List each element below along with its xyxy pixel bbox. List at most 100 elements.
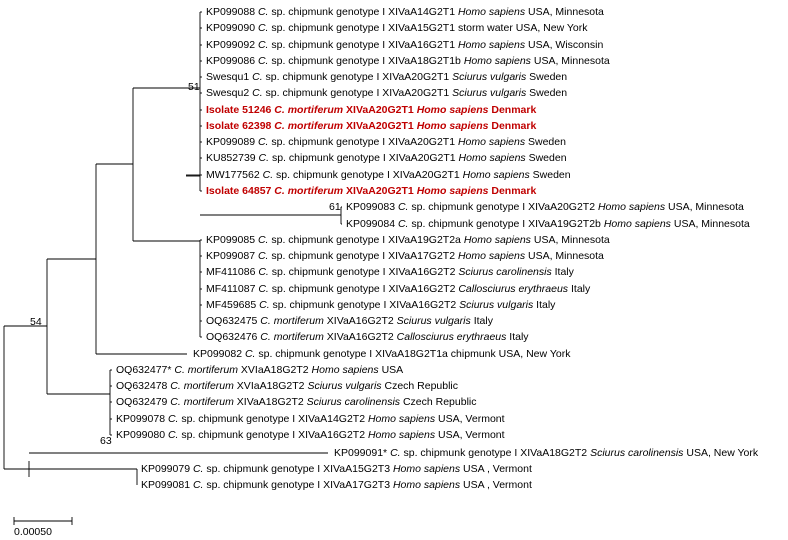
leaf-genotype: XIVaA16G2T2 bbox=[323, 331, 397, 343]
leaf-species: C. bbox=[192, 479, 204, 491]
leaf-label-kp099091: KP099091* C. sp. chipmunk genotype I XIV… bbox=[334, 447, 758, 460]
leaf-location: Sweden bbox=[525, 136, 566, 148]
leaf-species: C. bbox=[397, 201, 409, 213]
leaf-species: C. mortiferum bbox=[274, 120, 344, 132]
leaf-label-kp099078: KP099078 C. sp. chipmunk genotype I XIVa… bbox=[116, 413, 505, 426]
leaf-genotype: sp. chipmunk genotype I XIVaA20G2T1 bbox=[269, 152, 459, 164]
leaf-genotype: sp. chipmunk genotype I XIVaA17G2T3 bbox=[203, 479, 393, 491]
leaf-location: Italy bbox=[470, 315, 493, 327]
leaf-genotype: sp. chipmunk genotype I XIVaA16G2T2 bbox=[269, 299, 460, 311]
leaf-species: C. mortiferum bbox=[170, 396, 234, 408]
leaf-label-ku852739: KU852739 C. sp. chipmunk genotype I XIVa… bbox=[206, 152, 567, 165]
leaf-genotype: sp. chipmunk genotype I XIVaA18G2T2 bbox=[400, 447, 591, 459]
leaf-accession: OQ632478 bbox=[116, 380, 171, 392]
leaf-genotype: sp. chipmunk genotype I XIVaA16G2T2 bbox=[178, 429, 368, 441]
leaf-accession: Isolate 62398 bbox=[206, 120, 275, 132]
leaf-host: Homo sapiens bbox=[457, 136, 526, 148]
bootstrap-61: 61 bbox=[329, 201, 341, 213]
leaf-species: C. bbox=[167, 429, 179, 441]
leaf-host: Homo sapiens bbox=[392, 479, 461, 491]
leaf-genotype: sp. chipmunk genotype I XIVaA15G2T3 bbox=[203, 463, 393, 475]
leaf-host: Sciurus vulgaris bbox=[452, 87, 527, 99]
leaf-location: USA, Vermont bbox=[435, 429, 505, 441]
leaf-location: Italy bbox=[551, 266, 574, 278]
leaf-species: C. bbox=[192, 463, 204, 475]
leaf-label-mw177562: MW177562 C. sp. chipmunk genotype I XIVa… bbox=[206, 169, 571, 182]
leaf-genotype: sp. chipmunk genotype I XIVaA20G2T1 bbox=[268, 136, 458, 148]
leaf-species: C. bbox=[257, 55, 269, 67]
leaf-genotype: XIVaA20G2T1 bbox=[343, 120, 417, 132]
leaf-host: Homo sapiens bbox=[458, 152, 526, 164]
leaf-location: USA, New York bbox=[683, 447, 759, 459]
leaf-genotype: sp. chipmunk genotype I XIVaA19G2T2a bbox=[268, 234, 464, 246]
leaf-host: Homo sapiens bbox=[603, 218, 671, 230]
leaf-genotype: sp. chipmunk genotype I XIVaA20G2T2 bbox=[408, 201, 598, 213]
leaf-label-oq632475: OQ632475 C. mortiferum XIVaA16G2T2 Sciur… bbox=[206, 315, 493, 328]
leaf-species: C. bbox=[252, 71, 263, 83]
leaf-accession: KP099089 bbox=[206, 136, 258, 148]
leaf-label-kp099087: KP099087 C. sp. chipmunk genotype I XIVa… bbox=[206, 250, 604, 263]
leaf-location: USA, Minnesota bbox=[525, 250, 604, 262]
bootstrap-51: 51 bbox=[188, 81, 200, 93]
leaf-species: C. mortiferum bbox=[174, 364, 238, 376]
leaf-accession: KP099081 bbox=[141, 479, 193, 491]
leaf-genotype: sp. chipmunk genotype I XIVaA16G2T1 bbox=[268, 39, 458, 51]
leaf-label-kp099082: KP099082 C. sp. chipmunk genotype I XIVa… bbox=[193, 348, 570, 361]
leaf-species: C. bbox=[258, 152, 270, 164]
leaf-label-kp099092: KP099092 C. sp. chipmunk genotype I XIVa… bbox=[206, 39, 603, 52]
leaf-genotype: sp. chipmunk genotype I XIVaA14G2T2 bbox=[178, 413, 368, 425]
bootstrap-54: 54 bbox=[30, 316, 42, 328]
leaf-host: Homo sapiens bbox=[597, 201, 666, 213]
leaf-accession: MF411086 bbox=[206, 266, 259, 278]
leaf-label-oq632478: OQ632478 C. mortiferum XVIaA18G2T2 Sciur… bbox=[116, 380, 458, 393]
leaf-location: USA, Minnesota bbox=[670, 218, 750, 230]
leaf-accession: KP099091* bbox=[334, 447, 391, 459]
leaf-accession: MF459685 bbox=[206, 299, 260, 311]
leaf-genotype: sp. chipmunk genotype I XIVaA18G2T1a chi… bbox=[255, 348, 571, 360]
leaf-host: Homo sapiens bbox=[367, 429, 436, 441]
leaf-label-oq632479: OQ632479 C. mortiferum XIVaA18G2T2 Sciur… bbox=[116, 396, 476, 409]
leaf-location: Sweden bbox=[526, 71, 568, 83]
leaf-host: Sciurus vulgaris bbox=[396, 315, 471, 327]
leaf-host: Sciurus vulgaris bbox=[307, 380, 382, 392]
leaf-genotype: sp. chipmunk genotype I XIVaA20G2T1 bbox=[262, 71, 453, 83]
leaf-species: C. bbox=[257, 39, 269, 51]
leaf-species: C. bbox=[397, 218, 409, 230]
leaf-accession: KP099090 bbox=[206, 22, 258, 34]
leaf-label-kp099089: KP099089 C. sp. chipmunk genotype I XIVa… bbox=[206, 136, 566, 149]
leaf-accession: KP099083 bbox=[346, 201, 398, 213]
leaf-accession: OQ632476 bbox=[206, 331, 261, 343]
leaf-host: Sciurus carolinensis bbox=[306, 396, 401, 408]
leaf-label-kp099083: KP099083 C. sp. chipmunk genotype I XIVa… bbox=[346, 201, 744, 214]
leaf-species: C. mortiferum bbox=[274, 104, 344, 116]
leaf-label-isolate62398: Isolate 62398 C. mortiferum XIVaA20G2T1 … bbox=[206, 120, 536, 133]
leaf-location: Sweden bbox=[529, 169, 571, 181]
leaf-label-kp099081: KP099081 C. sp. chipmunk genotype I XIVa… bbox=[141, 479, 532, 492]
scale-bar-label: 0.00050 bbox=[14, 526, 52, 538]
leaf-label-kp099080: KP099080 C. sp. chipmunk genotype I XIVa… bbox=[116, 429, 505, 442]
leaf-species: C. bbox=[390, 447, 401, 459]
leaf-location: Czech Republic bbox=[400, 396, 477, 408]
leaf-host: Homo sapiens bbox=[311, 364, 379, 376]
leaf-species: C. bbox=[257, 6, 269, 18]
leaf-label-kp099088: KP099088 C. sp. chipmunk genotype I XIVa… bbox=[206, 6, 604, 19]
leaf-location: USA, Minnesota bbox=[530, 55, 610, 67]
leaf-species: C. mortiferum bbox=[170, 380, 234, 392]
leaf-host: Homo sapiens bbox=[367, 413, 436, 425]
leaf-host: Sciurus carolinensis bbox=[590, 447, 684, 459]
leaf-genotype: sp. chipmunk genotype I XIVaA19G2T2b bbox=[408, 218, 604, 230]
leaf-location: Italy bbox=[506, 331, 529, 343]
leaf-species: C. bbox=[258, 266, 269, 278]
leaf-label-kp099086: KP099086 C. sp. chipmunk genotype I XIVa… bbox=[206, 55, 610, 68]
leaf-accession: Isolate 51246 bbox=[206, 104, 275, 116]
leaf-accession: OQ632477* bbox=[116, 364, 175, 376]
leaf-host: Callosciurus erythraeus bbox=[458, 283, 569, 295]
leaf-species: C. mortiferum bbox=[260, 331, 324, 343]
leaf-location: USA bbox=[378, 364, 404, 376]
leaf-location: USA, Vermont bbox=[435, 413, 505, 425]
leaf-label-oq632476: OQ632476 C. mortiferum XIVaA16G2T2 Callo… bbox=[206, 331, 529, 344]
leaf-species: C. bbox=[257, 234, 269, 246]
leaf-accession: KP099086 bbox=[206, 55, 258, 67]
leaf-accession: Isolate 64857 bbox=[206, 185, 275, 197]
